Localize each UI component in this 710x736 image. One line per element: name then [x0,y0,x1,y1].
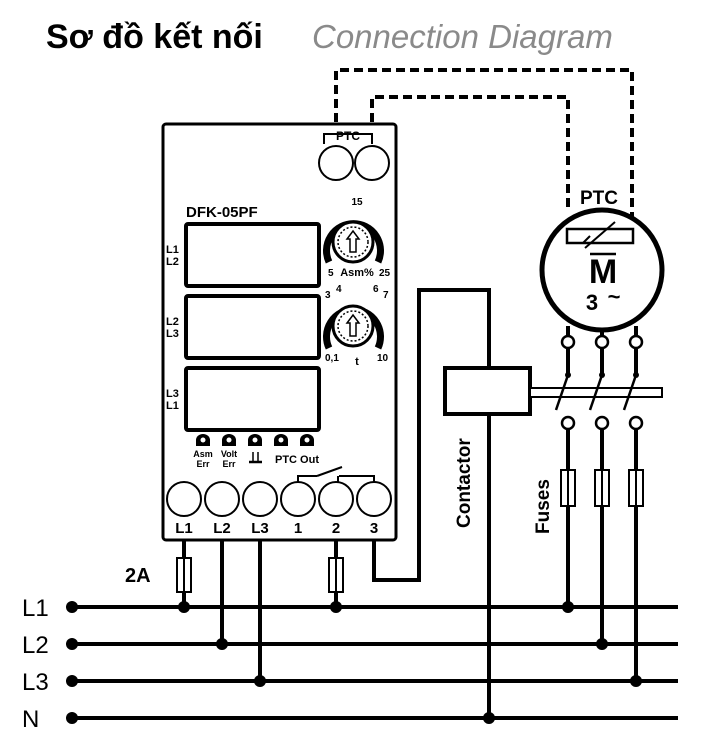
ptc-out-label: PTC Out [275,454,319,466]
terminal-label-3: 3 [370,520,378,537]
terminal-label-l3: L3 [251,520,269,537]
terminal-label-l1: L1 [175,520,193,537]
display-1-bottom: L2 [166,256,179,268]
line-label-n: N [22,706,39,733]
asm-knob-max: 25 [379,268,391,279]
device-model: DFK-05PF [186,204,258,221]
terminal-l1 [166,481,202,517]
asm-knob-mid: 15 [351,197,363,208]
asm-err-line2: Err [196,459,210,469]
title-english: Connection Diagram [312,18,613,55]
asm-err-line1: Asm [193,449,213,459]
time-knob-6: 6 [373,284,379,295]
time-knob-label: t [355,356,359,368]
terminal-l2 [204,481,240,517]
motor-symbol: M [589,253,617,291]
terminal-2 [318,481,354,517]
terminal-label-2: 2 [332,520,340,537]
display-3 [184,366,321,432]
indicator-leds [196,434,314,446]
display-2-top: L2 [166,316,179,328]
device-ptc-label: PTC [336,129,360,143]
display-3-bottom: L1 [166,400,179,412]
terminal-3 [356,481,392,517]
volt-err-line2: Err [222,459,236,469]
terminal-1 [280,481,316,517]
supply-lines [66,601,678,724]
time-knob-4: 4 [336,284,342,295]
volt-err-line1: Volt [221,449,237,459]
line-label-l2: L2 [22,632,49,659]
asm-knob-min: 5 [328,268,334,279]
time-knob[interactable] [323,304,384,350]
time-knob-min: 0,1 [325,353,339,364]
time-knob-7: 7 [383,290,389,301]
title-vietnamese: Sơ đồ kết nối [46,18,263,56]
terminal-l3 [242,481,278,517]
display-3-top: L3 [166,388,179,400]
line-label-l1: L1 [22,595,49,622]
time-knob-max: 10 [377,353,389,364]
contactor-label: Contactor [454,438,475,528]
motor-ptc-label: PTC [580,188,618,209]
power-circuit [554,326,644,681]
fuses-label: Fuses [533,479,554,534]
terminal-label-1: 1 [294,520,302,537]
display-1 [184,222,321,288]
display-2 [184,294,321,360]
ptc-terminal-b [354,145,390,181]
ptc-terminal-a [318,145,354,181]
display-2-bottom: L3 [166,328,179,340]
display-1-top: L1 [166,244,179,256]
power-symbol-icon [249,452,262,464]
dfk-05pf-relay: PTC DFK-05PF L1 L2 L2 L3 L3 L1 15 5 Asm%… [161,122,398,542]
motor-phase: 3 [586,290,598,315]
asm-knob[interactable] [323,220,384,264]
asm-knob-label: Asm% [340,267,374,279]
motor-tilde: ~ [608,284,621,309]
ptc-dashed-wiring [334,68,634,238]
time-knob-3: 3 [325,290,331,301]
fuse-rating: 2A [125,565,151,587]
line-label-l3: L3 [22,669,49,696]
terminal-label-l2: L2 [213,520,231,537]
